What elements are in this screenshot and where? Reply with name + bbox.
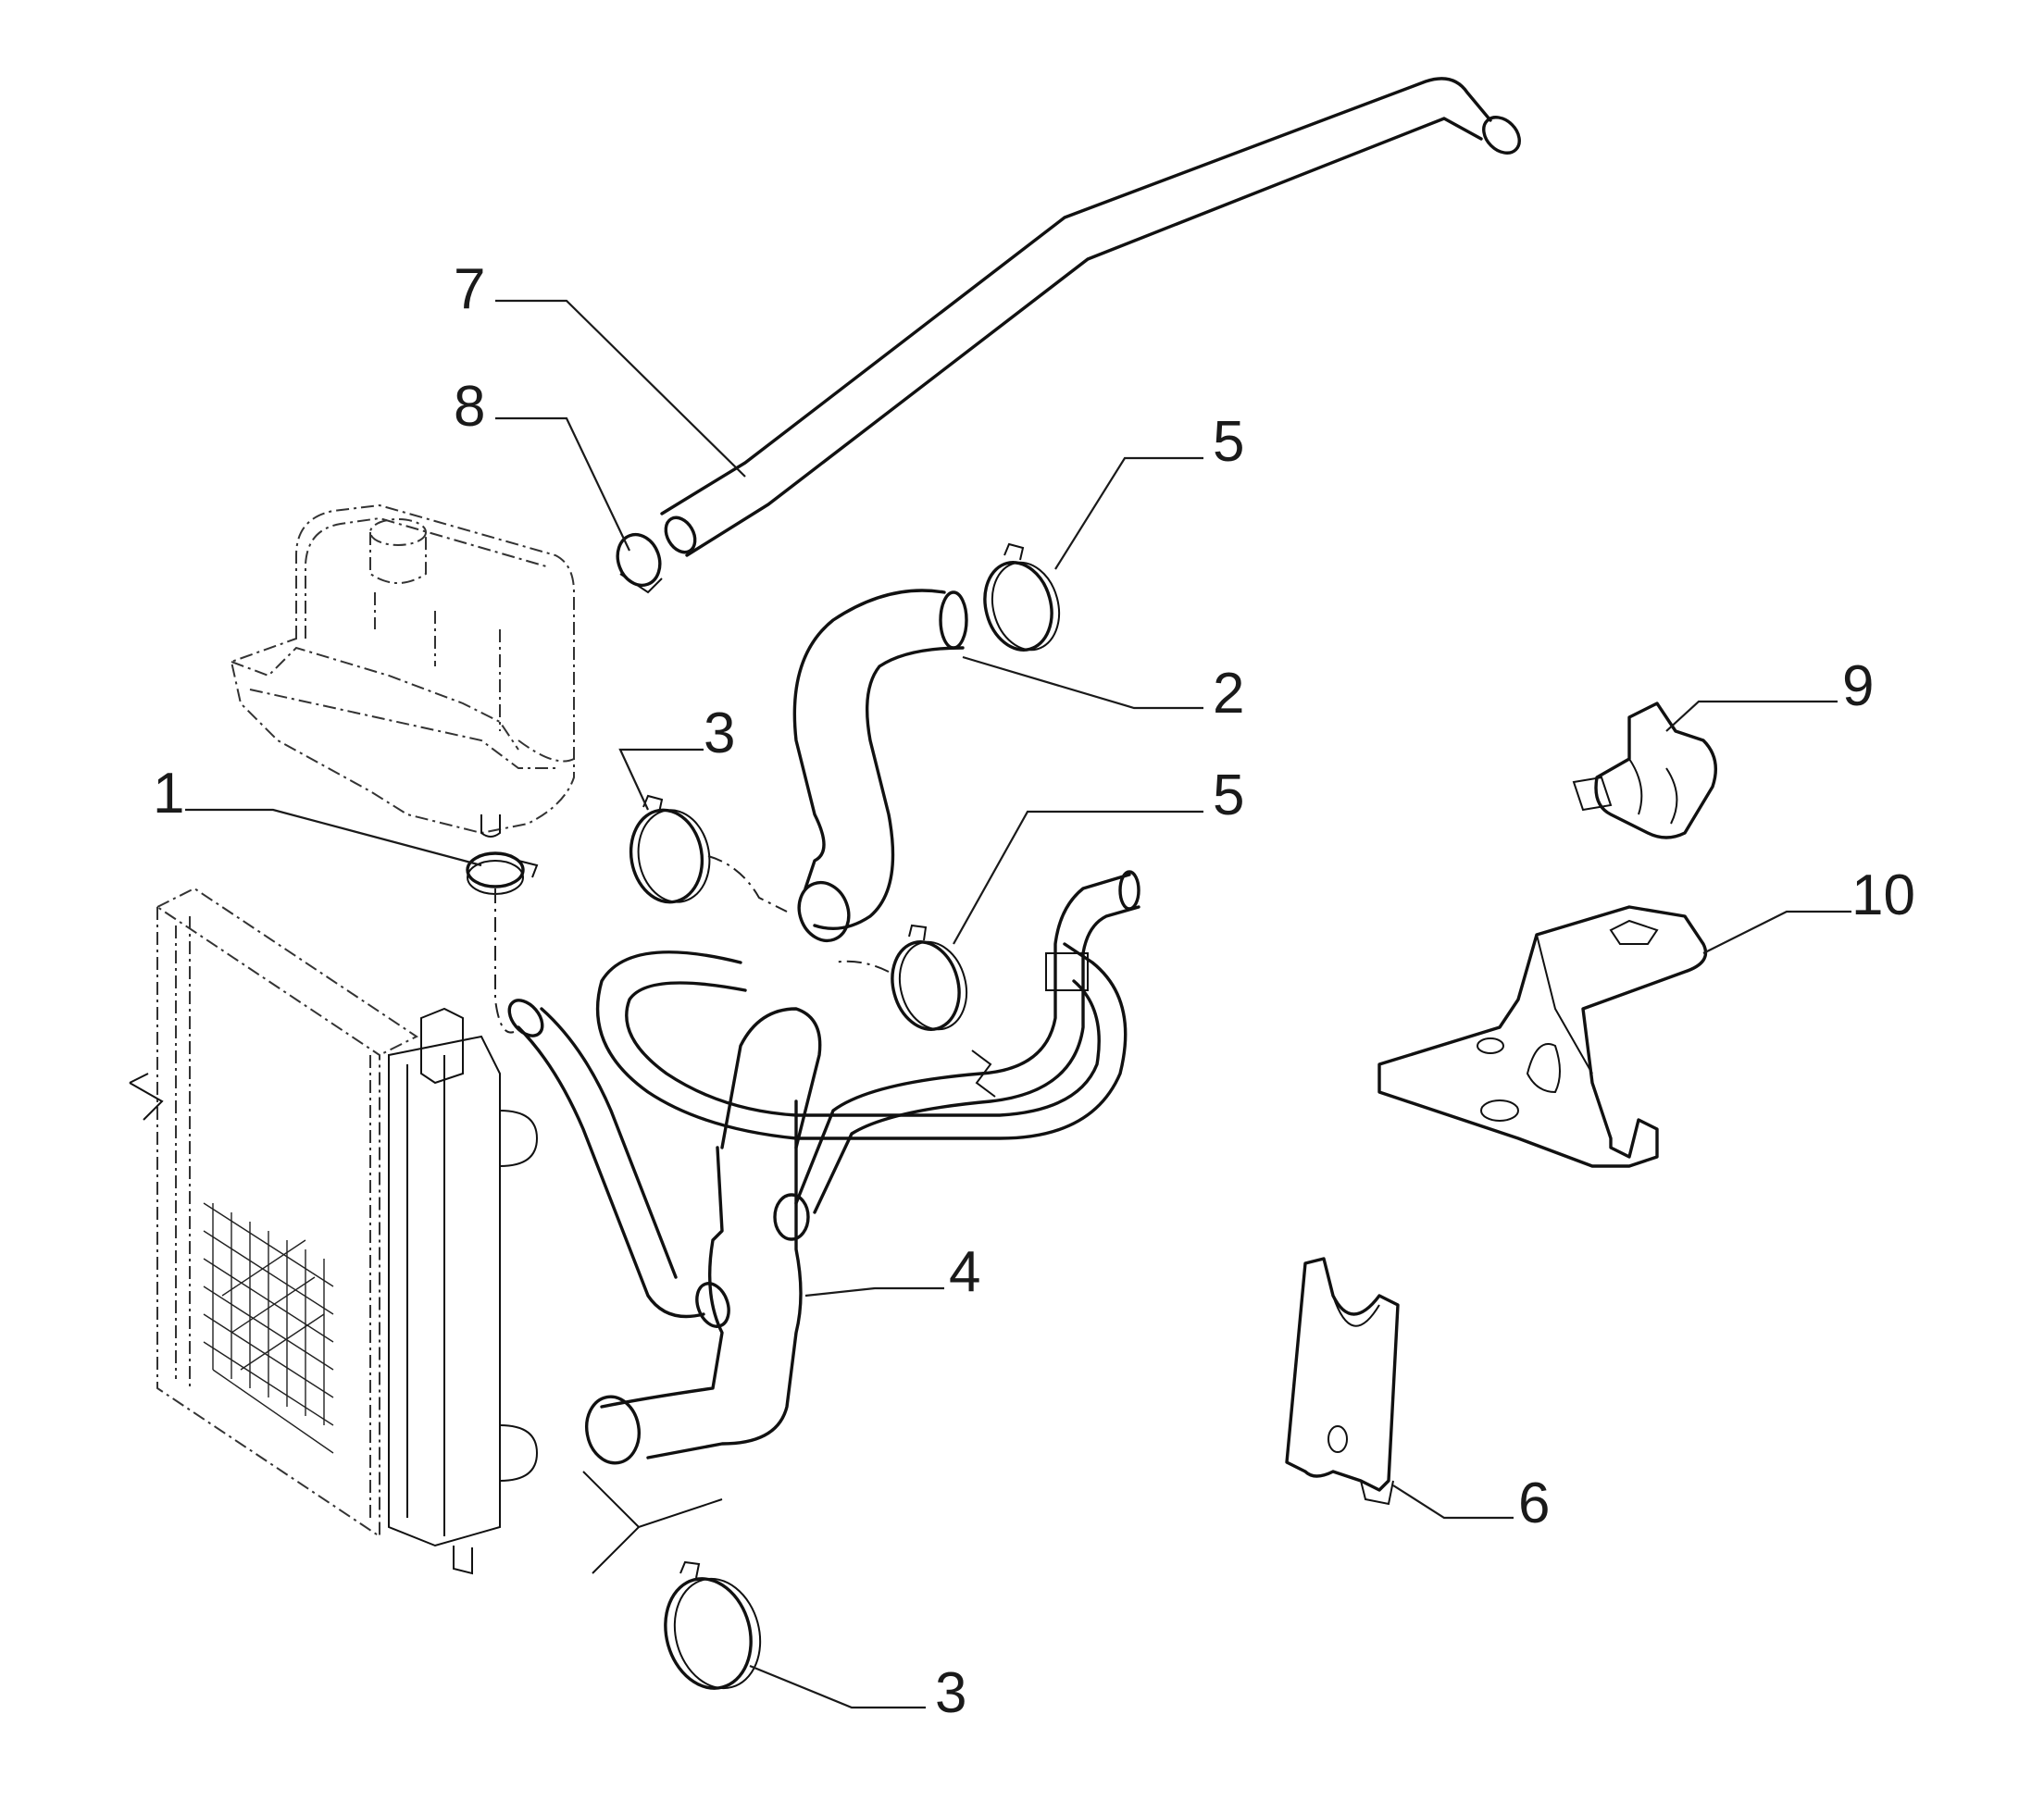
callout-6: 6 [1518, 1472, 1550, 1535]
callout-5-lower: 5 [1213, 764, 1244, 827]
radiator [129, 887, 539, 1575]
part-9-clip [1572, 702, 1717, 839]
callout-5-upper: 5 [1213, 410, 1244, 474]
callout-8: 8 [454, 375, 485, 439]
callout-2: 2 [1213, 662, 1244, 726]
callout-3-upper: 3 [704, 702, 735, 765]
callout-4: 4 [949, 1240, 980, 1304]
part-1-clamp [466, 851, 539, 1034]
part-3-clamp-upper [629, 794, 788, 913]
callout-3-lower: 3 [935, 1661, 966, 1725]
callout-10: 10 [1851, 863, 1915, 927]
part-10-bracket [1377, 905, 1708, 1168]
part-2-upper-hose [792, 589, 968, 943]
part-8-clamp [616, 532, 663, 594]
callout-leaders [185, 299, 1851, 1709]
callout-labels: 7 8 5 2 3 1 5 9 10 4 6 3 [153, 257, 1915, 1725]
callout-1: 1 [153, 762, 184, 826]
part-3-clamp-lower [582, 1471, 762, 1690]
part-6-plate [1285, 1257, 1400, 1506]
part-7-bleed-pipe [660, 77, 1521, 557]
part-5-clamp-lower [832, 924, 968, 1031]
part-4-lower-hose-assembly [507, 870, 1140, 1465]
expansion-tank [230, 503, 575, 838]
part-5-clamp-upper [983, 542, 1061, 652]
callout-9: 9 [1842, 654, 1874, 718]
callout-7: 7 [454, 257, 485, 321]
